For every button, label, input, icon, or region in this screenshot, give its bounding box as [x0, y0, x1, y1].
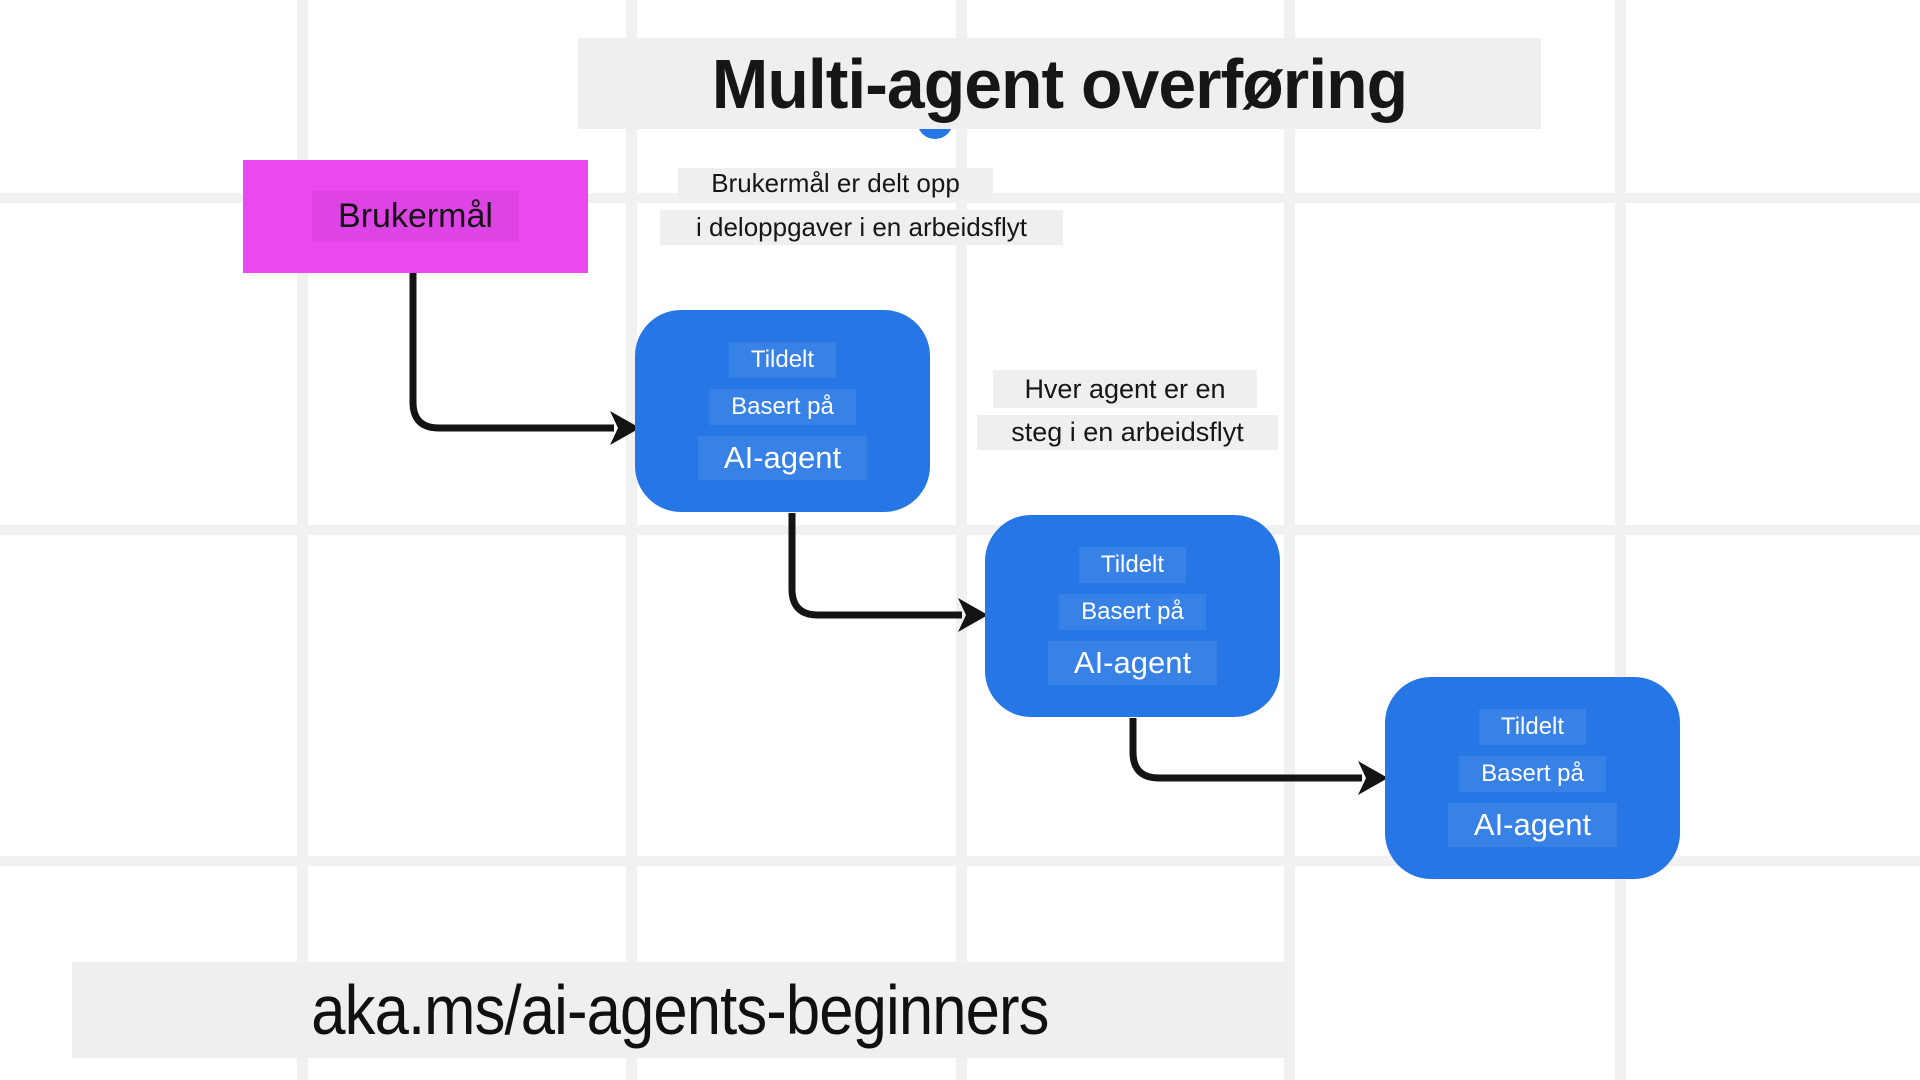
agent-basedon-label: Basert på [1459, 756, 1606, 792]
caption-step-line1: Hver agent er en [993, 370, 1257, 408]
agent-assigned-label: Tildelt [728, 342, 837, 378]
agent-box-3: Tildelt Basert på AI-agent [1385, 677, 1680, 879]
agent-basedon-label: Basert på [1059, 594, 1206, 630]
grid-line-vertical [626, 0, 637, 1080]
grid-line-horizontal [0, 856, 1920, 866]
agent-assigned-label: Tildelt [1478, 709, 1587, 745]
caption-split-line2: i deloppgaver i en arbeidsflyt [660, 210, 1063, 245]
user-goal-label: Brukermål [312, 191, 519, 242]
grid-line-vertical [956, 0, 967, 1080]
agent-basedon-label: Basert på [709, 389, 856, 425]
grid-line-vertical [1615, 0, 1626, 1080]
footer-url: aka.ms/ai-agents-beginners [311, 971, 1049, 1049]
page-title: Multi-agent overføring [711, 44, 1408, 123]
agent-box-2: Tildelt Basert på AI-agent [985, 515, 1280, 717]
agent-name-label: AI-agent [697, 436, 868, 480]
agent-name-label: AI-agent [1047, 641, 1218, 685]
grid-line-horizontal [0, 193, 1920, 203]
footer-band: aka.ms/ai-agents-beginners [72, 962, 1288, 1058]
agent-name-label: AI-agent [1447, 803, 1618, 847]
grid-line-vertical [297, 0, 308, 1080]
grid-line-horizontal [0, 525, 1920, 535]
arrowhead-icon [1358, 761, 1388, 795]
title-band: Multi-agent overføring [578, 38, 1541, 129]
arrow-goal-to-agent1 [409, 273, 614, 432]
caption-step-line2: steg i en arbeidsflyt [977, 415, 1278, 450]
user-goal-box: Brukermål [243, 160, 588, 273]
agent-assigned-label: Tildelt [1078, 547, 1187, 583]
grid-line-vertical [1284, 0, 1295, 1080]
caption-split-line1: Brukermål er delt opp [678, 168, 993, 198]
agent-box-1: Tildelt Basert på AI-agent [635, 310, 930, 512]
arrow-agent2-to-agent3 [1129, 718, 1362, 782]
